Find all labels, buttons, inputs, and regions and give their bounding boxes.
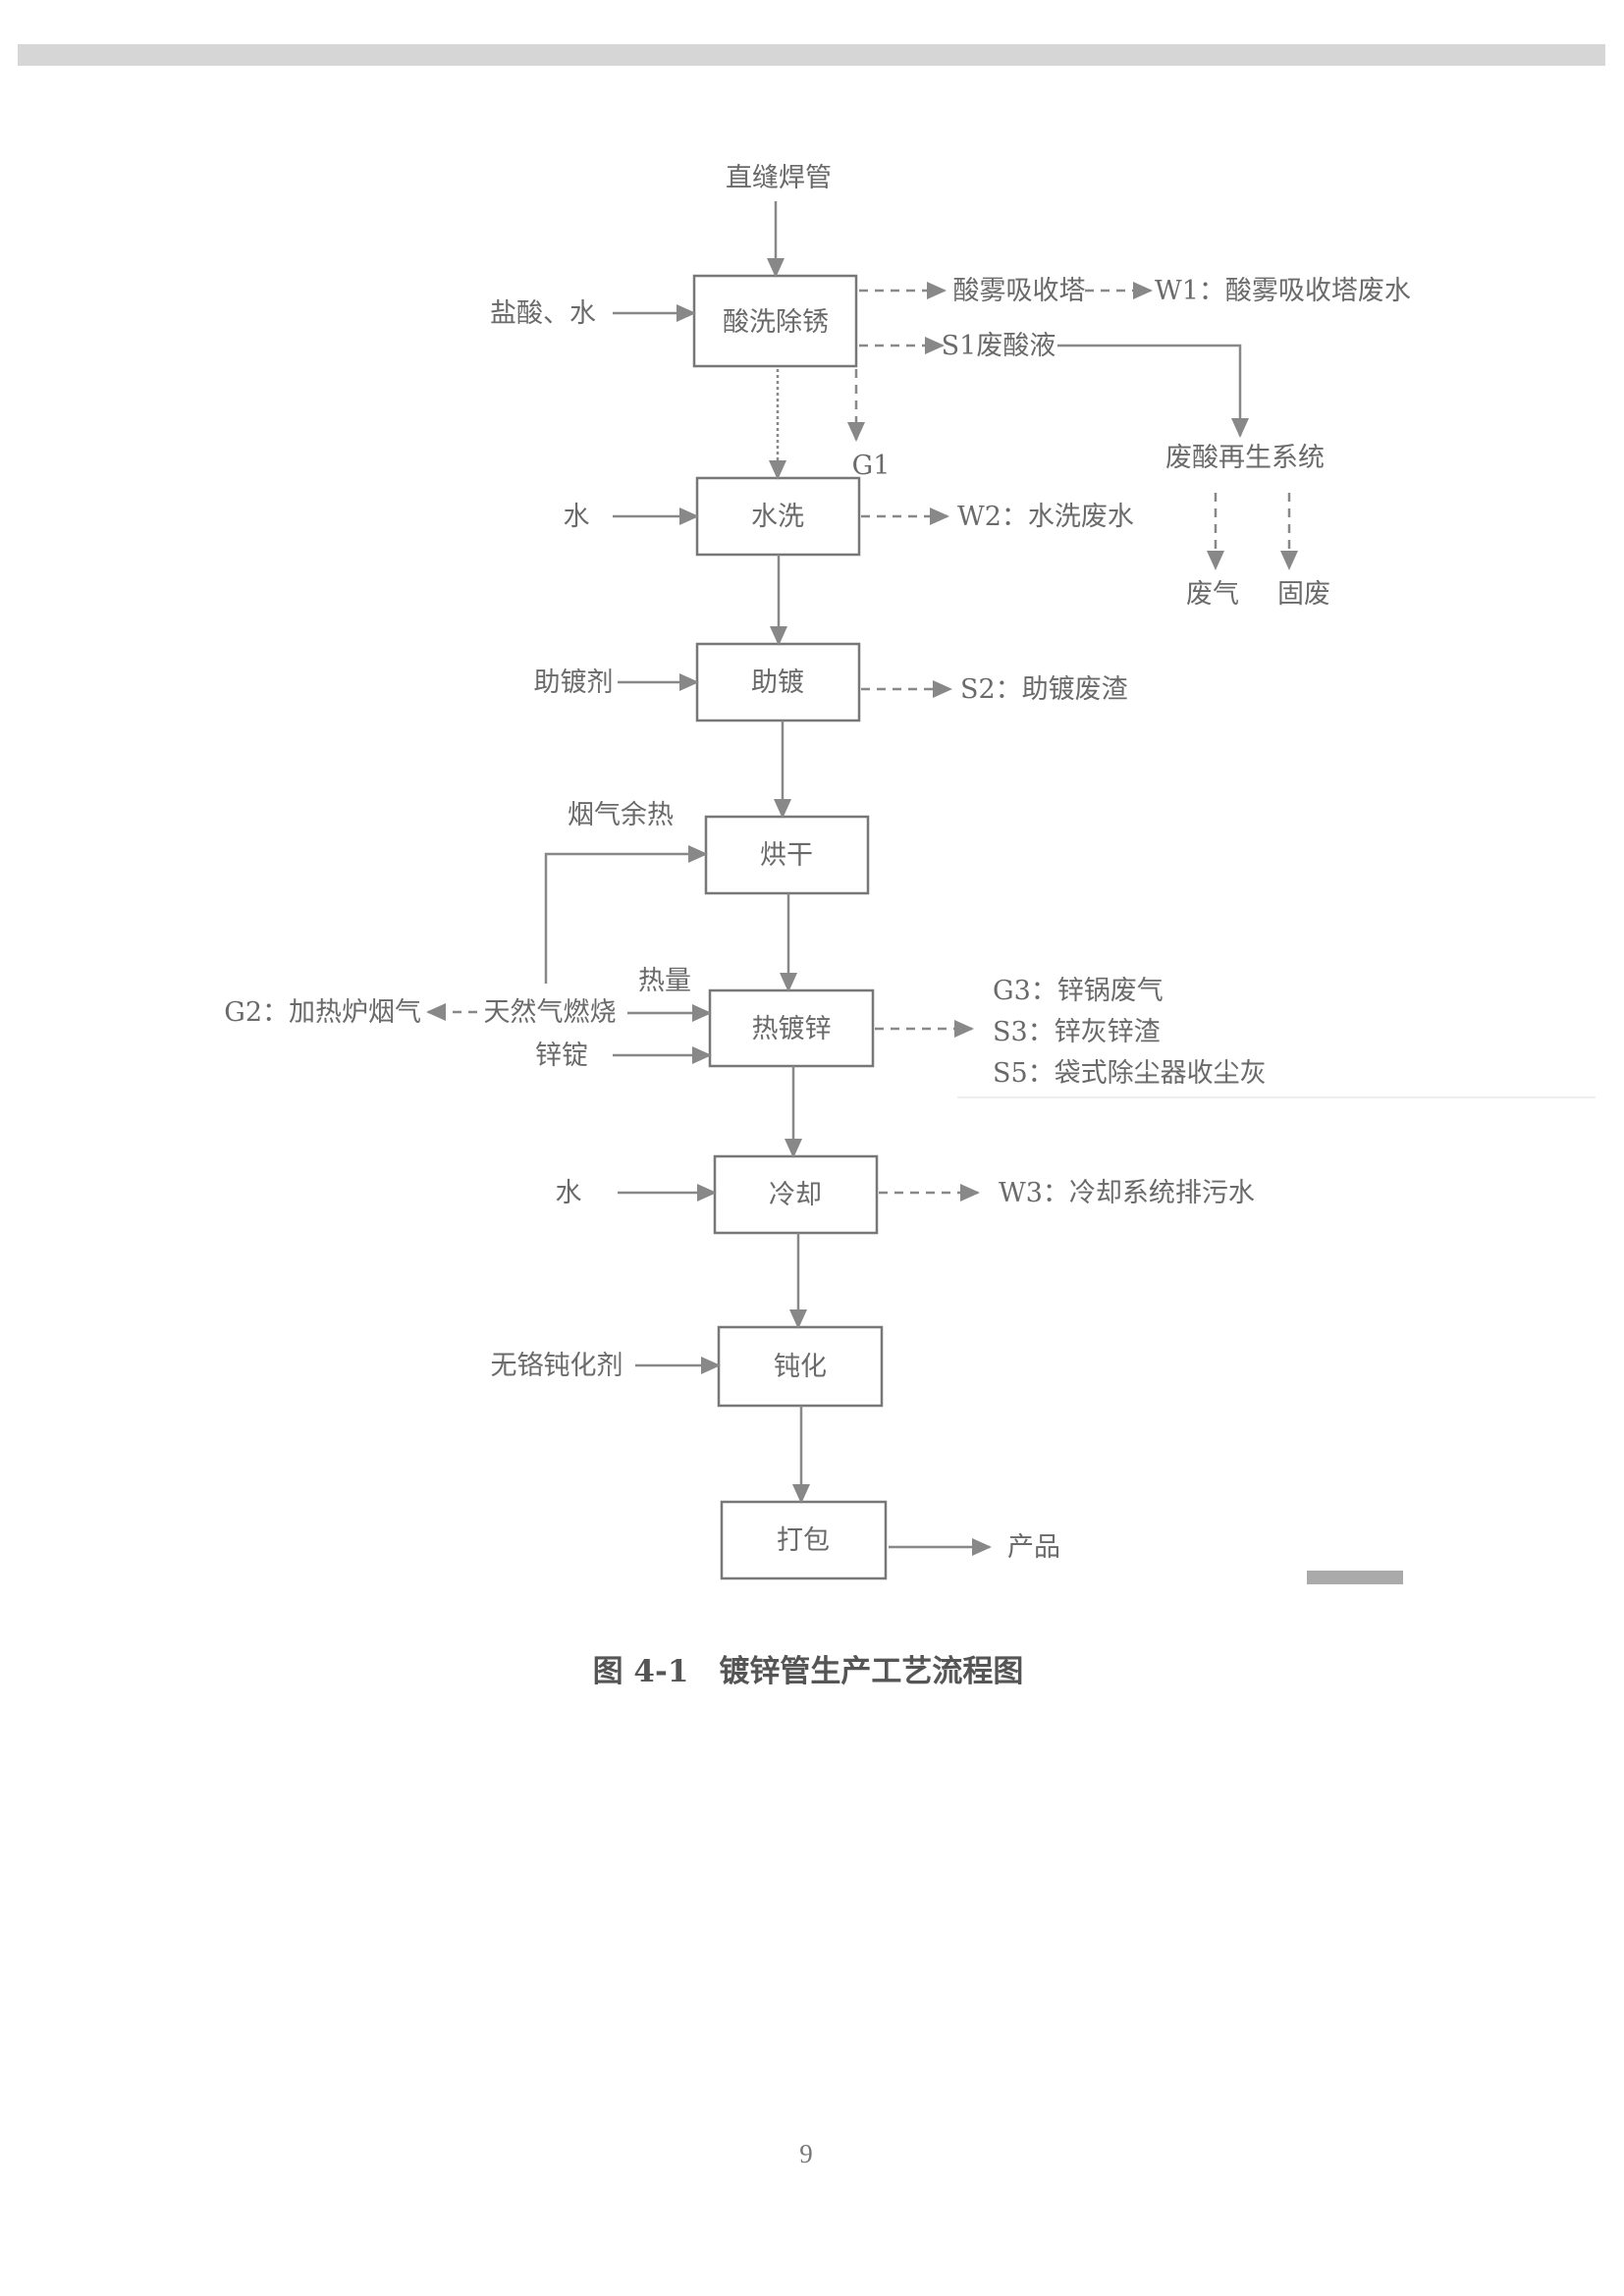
input-hcl-water: 盐酸、水 bbox=[490, 298, 596, 329]
output-g2: G2：加热炉烟气 bbox=[224, 997, 421, 1028]
svg-text:烘干: 烘干 bbox=[760, 840, 813, 871]
svg-text:冷却: 冷却 bbox=[769, 1180, 822, 1210]
step-packing: 打包 bbox=[720, 1500, 888, 1580]
step-drying: 烘干 bbox=[704, 815, 870, 895]
arrow bbox=[544, 845, 708, 984]
input-flux: 助镀剂 bbox=[534, 667, 614, 698]
step-galvanizing: 热镀锌 bbox=[708, 988, 875, 1068]
svg-text:热镀锌: 热镀锌 bbox=[752, 1014, 832, 1044]
output-regen-solid: 固废 bbox=[1277, 579, 1330, 610]
input-zinc-ingot: 锌锭 bbox=[535, 1041, 588, 1071]
step-fluxing: 助镀 bbox=[695, 642, 861, 722]
output-w2: W2：水洗废水 bbox=[957, 502, 1134, 532]
output-product: 产品 bbox=[1007, 1532, 1060, 1563]
scan-top-band bbox=[18, 44, 1605, 66]
input-heat: 热量 bbox=[638, 966, 691, 996]
output-regen-gas: 废气 bbox=[1186, 579, 1239, 610]
output-s3: S3：锌灰锌渣 bbox=[993, 1017, 1161, 1047]
output-s1: S1废酸液 bbox=[942, 331, 1056, 361]
step-cooling: 冷却 bbox=[713, 1154, 879, 1235]
arrow bbox=[1057, 344, 1249, 438]
output-g1: G1 bbox=[852, 451, 891, 481]
output-w3: W3：冷却系统排污水 bbox=[999, 1178, 1255, 1208]
scan-mark bbox=[1307, 1571, 1403, 1584]
figure-caption: 图 4-1 镀锌管生产工艺流程图 bbox=[593, 1654, 1024, 1689]
input-flue-heat: 烟气余热 bbox=[568, 800, 674, 830]
output-s2: S2：助镀废渣 bbox=[960, 674, 1128, 705]
input-passivator: 无铬钝化剂 bbox=[491, 1351, 623, 1381]
svg-text:打包: 打包 bbox=[777, 1525, 830, 1556]
svg-text:酸洗除锈: 酸洗除锈 bbox=[723, 307, 829, 338]
step-passivation: 钝化 bbox=[717, 1325, 884, 1408]
regen-system: 废酸再生系统 bbox=[1165, 443, 1325, 473]
output-acid-tower: 酸雾吸收塔 bbox=[953, 276, 1086, 306]
input-welded-pipe: 直缝焊管 bbox=[726, 163, 832, 193]
output-g3: G3：锌锅废气 bbox=[993, 976, 1164, 1006]
input-water-wash: 水 bbox=[564, 502, 590, 532]
output-w1: W1：酸雾吸收塔废水 bbox=[1155, 276, 1411, 306]
output-s5: S5：袋式除尘器收尘灰 bbox=[993, 1058, 1267, 1089]
svg-text:助镀: 助镀 bbox=[751, 667, 804, 698]
step-washing: 水洗 bbox=[695, 476, 861, 557]
input-gas-combustion: 天然气燃烧 bbox=[484, 997, 617, 1028]
page-number: 9 bbox=[799, 2139, 813, 2168]
step-pickling: 酸洗除锈 bbox=[692, 274, 858, 368]
svg-text:水洗: 水洗 bbox=[751, 502, 804, 532]
input-water-cool: 水 bbox=[556, 1178, 582, 1208]
svg-text:钝化: 钝化 bbox=[774, 1352, 827, 1382]
